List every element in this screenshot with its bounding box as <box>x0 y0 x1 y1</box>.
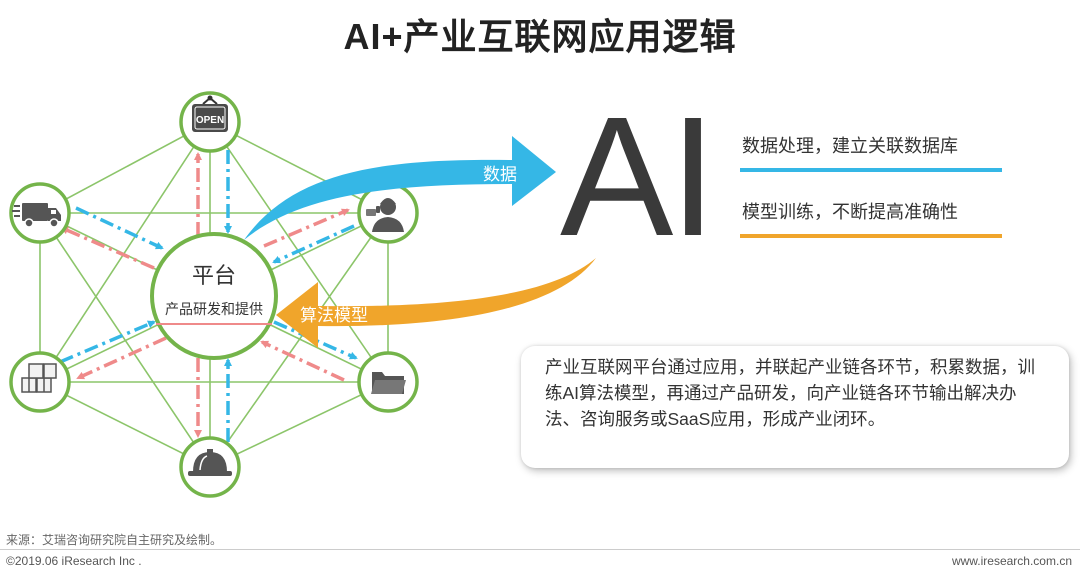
ai-item-data-processing: 数据处理，建立关联数据库 <box>742 136 958 156</box>
page-title: AI+产业互联网应用逻辑 <box>343 16 737 57</box>
boxes-icon <box>21 363 57 393</box>
arrow-platform-to-boxes <box>76 336 167 380</box>
data-arrow: 数据 <box>244 136 556 240</box>
node-warehouse <box>9 351 71 413</box>
arrow-platform-to-folder <box>260 340 345 382</box>
website-url: www.iresearch.com.cn <box>951 554 1072 568</box>
delivery-truck-icon <box>12 203 61 228</box>
copyright: ©2019.06 iResearch Inc . <box>6 554 142 568</box>
node-construction <box>179 436 241 498</box>
node-files <box>357 351 419 413</box>
arrow-platform-to-truck <box>60 226 155 270</box>
platform-node: 平台 产品研发和提供 <box>150 232 278 360</box>
platform-subtitle: 产品研发和提供 <box>165 301 263 317</box>
footer-divider <box>0 549 1080 550</box>
platform-title: 平台 <box>192 263 236 288</box>
model-arrow: 算法模型 <box>276 258 596 348</box>
arrow-boxes-to-platform <box>59 320 156 364</box>
node-open: OPEN <box>179 91 241 153</box>
arrow-worker-to-platform <box>272 224 355 264</box>
svg-text:OPEN: OPEN <box>196 115 224 126</box>
data-arrow-label: 数据 <box>483 165 517 184</box>
description-box: 产业互联网平台通过应用，并联起产业链各环节，积累数据，训练AI算法模型，再通过产… <box>521 346 1069 468</box>
ai-item2-underline <box>740 234 1002 238</box>
open-sign-icon: OPEN <box>192 95 228 132</box>
hard-hat-icon <box>188 449 232 476</box>
source-note: 来源：艾瑞咨询研究院自主研究及绘制。 <box>6 533 223 547</box>
node-worker <box>357 182 419 244</box>
worker-icon <box>366 198 404 232</box>
arrow-folder-to-platform <box>273 320 358 360</box>
arrow-truck-to-platform <box>75 206 164 250</box>
ai-item-model-training: 模型训练，不断提高准确性 <box>742 202 958 222</box>
flow-arrows <box>59 150 358 442</box>
ai-letters: AI <box>560 82 717 272</box>
folder-icon <box>371 372 406 394</box>
node-logistics <box>9 182 71 244</box>
description-text: 产业互联网平台通过应用，并联起产业链各环节，积累数据，训练AI算法模型，再通过产… <box>545 357 1035 429</box>
model-arrow-label: 算法模型 <box>300 306 368 325</box>
ai-item1-underline <box>740 168 1002 172</box>
